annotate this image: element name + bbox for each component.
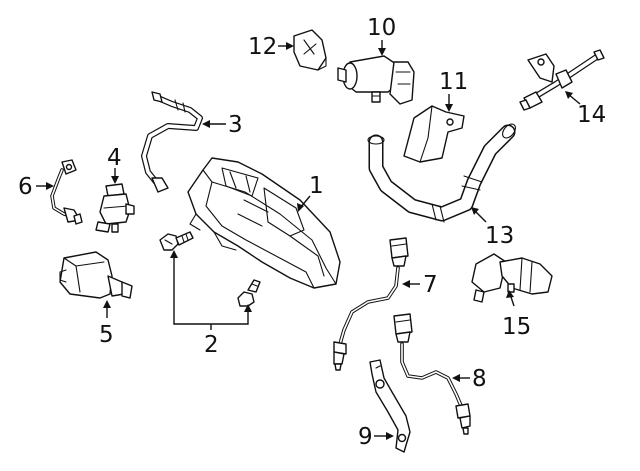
callout-label: 1 bbox=[309, 173, 324, 199]
callout-2: 2 bbox=[170, 250, 252, 358]
callout-label: 10 bbox=[367, 15, 396, 41]
callout-8: 8 bbox=[452, 366, 487, 392]
callout-label: 9 bbox=[358, 424, 373, 450]
callout-label: 13 bbox=[485, 223, 514, 249]
part-purge-solenoid[interactable] bbox=[59, 251, 133, 299]
callout-1: 1 bbox=[297, 173, 324, 212]
part-vent-hose[interactable] bbox=[50, 159, 83, 225]
part-filter-cap[interactable] bbox=[293, 29, 327, 71]
callout-6: 6 bbox=[18, 174, 54, 200]
part-filler-hose[interactable] bbox=[367, 122, 518, 223]
part-pressure-fitting[interactable] bbox=[519, 49, 605, 111]
callout-5: 5 bbox=[99, 300, 114, 348]
part-o2-sensor-downstream[interactable] bbox=[393, 313, 471, 435]
callout-label: 15 bbox=[502, 314, 531, 340]
callout-label: 11 bbox=[439, 69, 468, 95]
callout-15: 15 bbox=[502, 290, 531, 340]
callout-10: 10 bbox=[367, 15, 396, 56]
callout-label: 7 bbox=[423, 272, 438, 298]
callout-9: 9 bbox=[358, 424, 394, 450]
callout-label: 2 bbox=[204, 332, 219, 358]
part-bracket[interactable] bbox=[369, 359, 411, 453]
part-vent-valve[interactable] bbox=[337, 55, 415, 105]
part-bolt-upper[interactable] bbox=[159, 231, 194, 251]
callout-label: 12 bbox=[248, 34, 277, 60]
part-valve-bracket[interactable] bbox=[403, 105, 465, 163]
callout-7: 7 bbox=[402, 272, 438, 298]
part-o2-sensor-upstream[interactable] bbox=[333, 237, 409, 371]
part-bolt-lower[interactable] bbox=[237, 279, 261, 307]
callout-14: 14 bbox=[565, 91, 606, 128]
part-canister[interactable] bbox=[187, 157, 341, 289]
callout-label: 8 bbox=[472, 366, 487, 392]
callout-label: 14 bbox=[577, 102, 606, 128]
part-vapor-tube[interactable] bbox=[141, 91, 203, 193]
part-pressure-sensor[interactable] bbox=[471, 253, 553, 303]
callout-label: 4 bbox=[107, 145, 122, 171]
callout-3: 3 bbox=[202, 112, 243, 138]
callout-label: 5 bbox=[99, 322, 114, 348]
callout-4: 4 bbox=[107, 145, 122, 184]
part-purge-valve[interactable] bbox=[95, 183, 135, 233]
callout-label: 6 bbox=[18, 174, 33, 200]
callout-label: 3 bbox=[228, 112, 243, 138]
callout-12: 12 bbox=[248, 34, 294, 60]
callout-13: 13 bbox=[471, 207, 514, 249]
callout-11: 11 bbox=[439, 69, 468, 112]
